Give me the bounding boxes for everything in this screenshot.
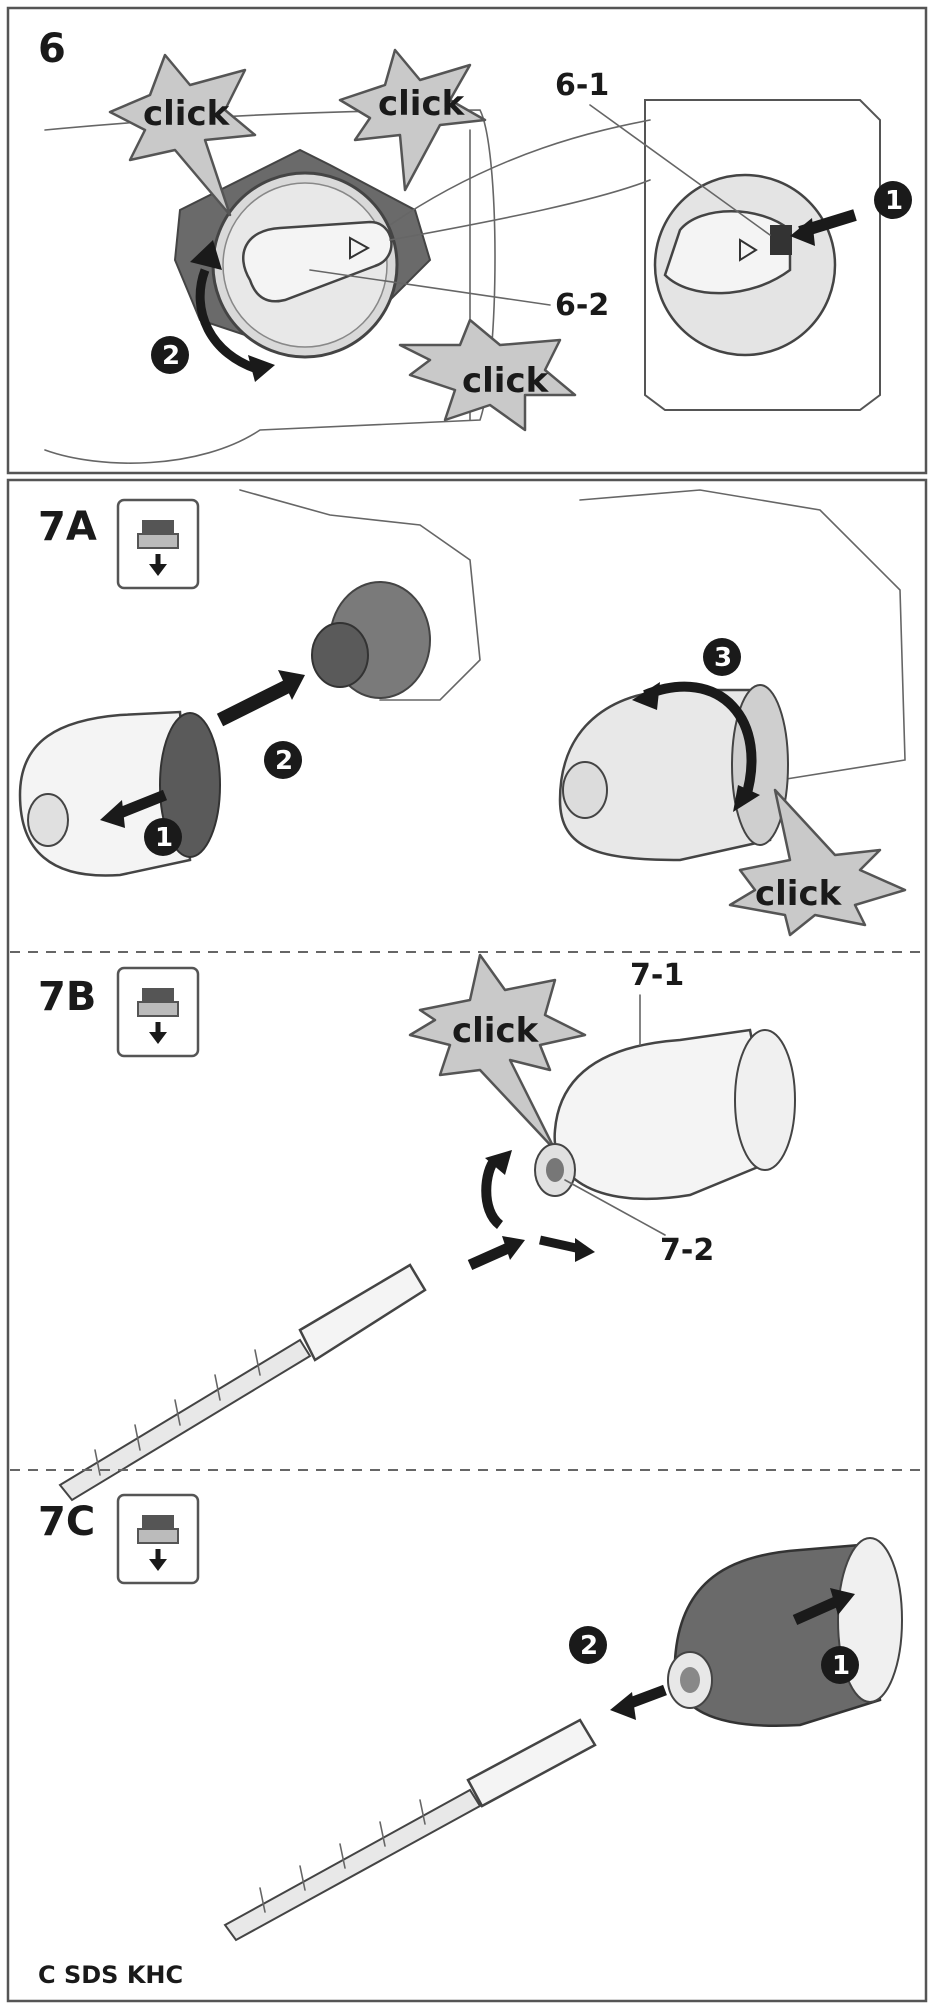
step-badge-2: 2	[569, 1626, 607, 1664]
svg-text:2: 2	[580, 1631, 598, 1661]
section-7b: 7B click 7-1 7-2	[10, 953, 924, 1502]
step-badge-3: 3	[703, 638, 741, 676]
mode-selector-knob	[173, 148, 432, 359]
callout-6-1-leader	[589, 104, 771, 236]
chuck-7-1	[534, 1028, 796, 1201]
step-badge-2: 2	[151, 336, 189, 374]
svg-text:1: 1	[832, 1651, 850, 1681]
chuck-removed	[18, 710, 221, 877]
inset-detail-6-1	[644, 99, 881, 411]
drill-bit-7b	[58, 1263, 427, 1502]
panel-7c-label: 7C	[38, 1499, 95, 1545]
panel-7-frame	[6, 478, 928, 2003]
arrow-head-icon	[248, 355, 275, 382]
arrow-head-icon	[632, 682, 660, 710]
callout-7-2: 7-2	[660, 1233, 714, 1268]
section-7a: 7A 1 2	[10, 489, 924, 953]
callout-6-1: 6-1	[555, 68, 609, 103]
callout-6-2-leader	[309, 269, 551, 306]
arrow-head-icon	[278, 670, 305, 700]
click-burst-bottom: click	[398, 318, 577, 432]
svg-text:1: 1	[155, 823, 173, 853]
inset-leader-line	[389, 119, 651, 226]
panel-6-label: 6	[38, 26, 66, 72]
callout-7-1: 7-1	[630, 958, 684, 993]
arrow-head-icon	[100, 800, 125, 828]
click-burst-7b: click	[408, 953, 587, 1152]
svg-text:2: 2	[275, 746, 293, 776]
arrow-head-icon	[502, 1236, 525, 1260]
pull-arrow-icon	[112, 789, 168, 821]
click-text: click	[755, 874, 843, 914]
model-footer: C SDS KHC	[38, 1961, 183, 1989]
section-7c: 7C 1 2	[38, 1495, 903, 1989]
step-badge-1: 1	[144, 818, 182, 856]
svg-text:2: 2	[162, 341, 180, 371]
arrow-head-icon	[610, 1692, 636, 1720]
panel-7a-label: 7A	[38, 504, 97, 550]
svg-text:3: 3	[714, 643, 732, 673]
arrow-head-icon	[190, 240, 222, 270]
rotate-arrow-icon	[195, 268, 262, 375]
click-text: click	[378, 84, 466, 124]
arrow-head-icon	[830, 1588, 855, 1615]
arrow-head-icon	[790, 218, 815, 246]
drill-body-outline	[239, 489, 481, 701]
insert-arrow-icon	[216, 678, 294, 727]
chuck-mounted	[558, 684, 789, 862]
click-text: click	[143, 94, 231, 134]
click-burst-top: click	[338, 48, 487, 192]
callout-7-2-leader	[564, 1179, 666, 1236]
click-burst-7a: click	[728, 788, 907, 937]
click-text: click	[462, 361, 550, 401]
click-burst-left: click	[108, 53, 257, 217]
arrow-head-icon	[485, 1150, 512, 1175]
lock-icon	[118, 968, 198, 1056]
drill-bit-7c	[223, 1718, 597, 1942]
lock-icon	[118, 500, 198, 588]
panel-6: 6 click click click	[6, 6, 928, 475]
step-badge-2: 2	[264, 741, 302, 779]
arrow-head-icon	[733, 785, 760, 812]
arrow-head-icon	[575, 1238, 595, 1262]
panel-7: 7A 1 2	[6, 478, 928, 2003]
inset-leader-line	[389, 179, 651, 241]
push-arrow-icon	[792, 1594, 843, 1626]
click-text: click	[452, 1011, 540, 1051]
panel-7b-label: 7B	[38, 974, 96, 1020]
step-badge-1: 1	[821, 1646, 859, 1684]
lock-icon	[118, 1495, 198, 1583]
svg-text:1: 1	[885, 186, 903, 216]
callout-6-2: 6-2	[555, 288, 609, 323]
drill-body-outline	[579, 489, 906, 781]
rotate-arrow-icon	[643, 681, 757, 802]
step-badge-1: 1	[874, 181, 912, 219]
